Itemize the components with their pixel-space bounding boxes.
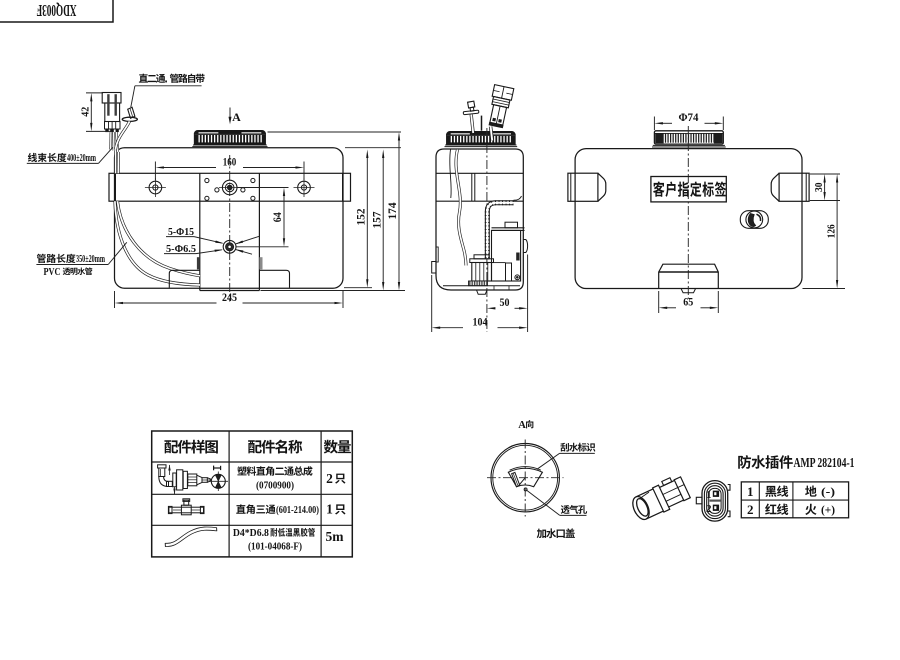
svg-text:AMP 282104-1: AMP 282104-1 [794,456,855,471]
svg-text:65: 65 [683,296,693,308]
svg-text:1: 1 [747,484,754,499]
svg-text:50: 50 [500,297,510,309]
svg-text:(-): (-) [821,484,835,498]
svg-text:104: 104 [473,316,488,328]
svg-text:5m: 5m [326,529,345,544]
svg-text:(101-04068-F): (101-04068-F) [248,541,302,553]
svg-text:(601-214.00): (601-214.00) [276,504,319,516]
svg-text:350±20mm: 350±20mm [76,254,105,265]
svg-text:D4*D6.8: D4*D6.8 [233,528,269,539]
svg-text:5-Φ15: 5-Φ15 [168,227,194,238]
svg-text:2: 2 [747,502,754,517]
svg-text:2: 2 [326,471,333,486]
svg-text:Φ74: Φ74 [679,112,699,124]
svg-text:XDQ003F: XDQ003F [37,1,77,20]
svg-text:174: 174 [385,203,399,220]
svg-text:42: 42 [81,107,92,117]
svg-text:(0700900): (0700900) [256,480,294,492]
svg-text:30: 30 [813,182,825,192]
svg-text:2: 2 [706,503,712,515]
svg-text:126: 126 [825,224,837,238]
svg-text:1: 1 [326,502,333,517]
svg-text:PVC: PVC [44,267,61,278]
svg-text:400±20mm: 400±20mm [67,153,96,164]
svg-text:245: 245 [222,292,237,304]
svg-text:64: 64 [272,212,284,222]
svg-text:152: 152 [354,209,368,226]
svg-text:A: A [518,420,526,431]
svg-text:(+): (+) [821,503,835,517]
svg-text:5-Φ6.5: 5-Φ6.5 [166,244,196,255]
svg-text:157: 157 [369,212,383,229]
svg-text:1: 1 [706,489,712,501]
svg-text:A: A [232,110,241,124]
svg-text:160: 160 [223,156,237,168]
